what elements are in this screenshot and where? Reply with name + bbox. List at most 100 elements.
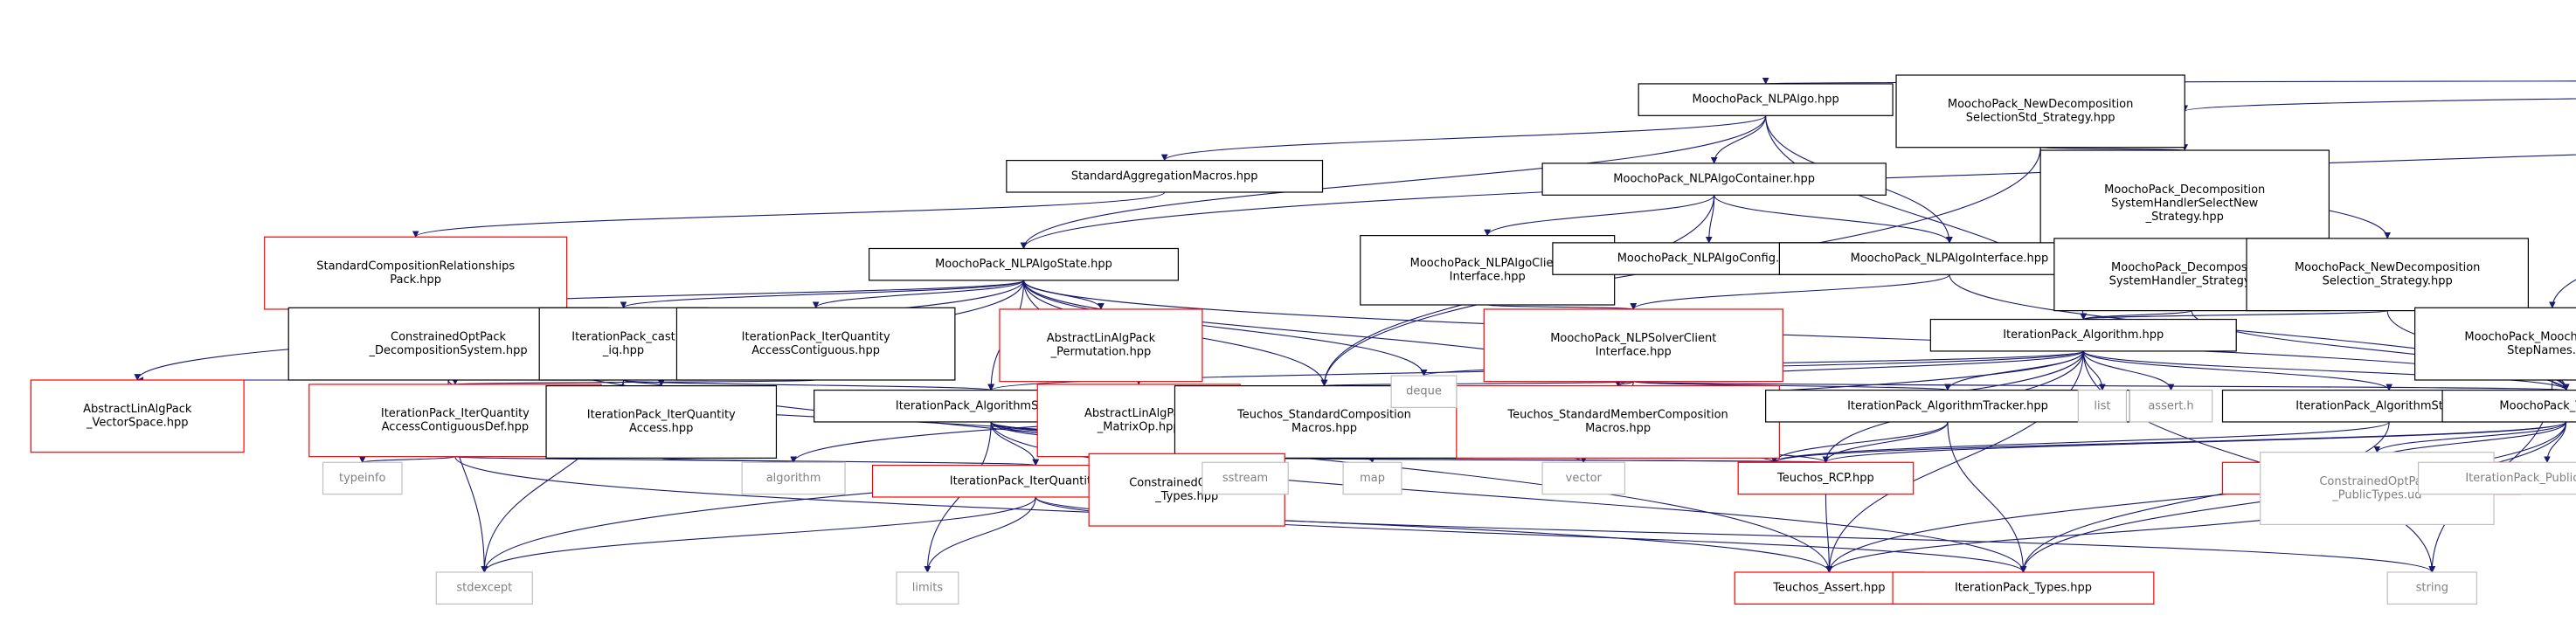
edge-itqacdef-to-typeinfo (359, 456, 456, 464)
node-label: _MatrixOp.hpp (1097, 421, 1181, 434)
node-label: IterationPack_PublicTypes.ud (2465, 472, 2576, 485)
node-nds[interactable]: MoochoPack_NewDecompositionSelection_Str… (2246, 238, 2529, 312)
node-label: AbstractLinAlgPack (1047, 332, 1156, 345)
edge-root-to-nds_hpp (2181, 98, 2576, 113)
node-box (2386, 571, 2477, 605)
edge-nlpalgocontainer-to-nlpalgoclient (1484, 195, 1715, 237)
node-box (30, 379, 245, 453)
node-label: string (2416, 582, 2448, 595)
node-label: SelectionStd_Strategy.hpp (1966, 112, 2116, 125)
node-box (322, 461, 403, 495)
node-label: IterationPack_AlgorithmStep.hpp (2296, 399, 2483, 412)
node-asserth: assert.h (2129, 389, 2213, 423)
node-label: SystemHandlerSelectNew (2111, 197, 2258, 211)
node-box (1734, 571, 1925, 605)
node-label: MoochoPack_NLPAlgo.hpp (1693, 93, 1839, 107)
edge-italg-to-itstep (2082, 350, 2392, 391)
edge-itq-to-limits (924, 496, 1036, 573)
node-label: Teuchos_StandardComposition (1236, 409, 1411, 422)
edge-mtypes-to-coppub (2373, 421, 2567, 453)
node-label: map (1360, 472, 1385, 485)
edge-nlpalgo-to-nlpalgocontainer (1710, 115, 1767, 164)
node-list: list (2077, 389, 2128, 423)
node-label: typeinfo (339, 472, 385, 485)
node-label: ConstrainedOptPack (2319, 475, 2435, 488)
nodes-layer: MoochoPack_NewDecompositionSelectionStd_… (30, 74, 2576, 605)
node-box (675, 307, 956, 381)
node-label: limits (912, 582, 944, 595)
node-nlpalgocontainer[interactable]: MoochoPack_NLPAlgoContainer.hpp (1541, 162, 1887, 196)
node-box (264, 236, 568, 310)
node-string: string (2386, 571, 2477, 605)
node-label: Pack.hpp (390, 273, 441, 287)
node-label: AccessContiguousDef.hpp (382, 421, 529, 434)
node-label: MoochoPack_NLPAlgoInterface.hpp (1851, 252, 2049, 266)
node-box (1737, 461, 1915, 495)
node-stepnames[interactable]: MoochoPack_MoochoAlgorithmStepNames.hpp (2414, 307, 2576, 381)
node-label: ConstrainedOptPack (391, 330, 507, 343)
node-label: _DecompositionSystem.hpp (368, 344, 527, 357)
node-alvs[interactable]: AbstractLinAlgPack_VectorSpace.hpp (30, 379, 245, 453)
edge-nlpsolver-to-ittracker (1632, 381, 1951, 391)
node-box (1895, 74, 2185, 149)
node-tassert[interactable]: Teuchos_Assert.hpp (1734, 571, 1925, 605)
edge-mtypes-to-tassert (1825, 421, 2567, 573)
edge-ittracker-to-trcp (1822, 421, 1949, 464)
node-italg[interactable]: IterationPack_Algorithm.hpp (1929, 318, 2237, 352)
node-map: map (1342, 461, 1402, 495)
node-label: _Permutation.hpp (1050, 346, 1152, 359)
edge-nlpalgostate-to-itcast (620, 280, 1025, 309)
node-box (1483, 308, 1783, 383)
node-nds_hpp[interactable]: MoochoPack_NewDecompositionSelectionStd_… (1895, 74, 2185, 149)
node-trcp[interactable]: Teuchos_RCP.hpp (1737, 461, 1915, 495)
edge-italg-to-mtypes (2082, 350, 2570, 391)
node-ittypes[interactable]: IterationPack_Types.hpp (1892, 571, 2155, 605)
edge-nlpalgo-to-nlpalgostate (1020, 115, 1767, 250)
node-label: MoochoPack_NewDecomposition (1948, 98, 2133, 111)
node-box (1342, 461, 1402, 495)
node-stdexcept: stdexcept (435, 571, 533, 605)
node-stdagg[interactable]: StandardAggregationMacros.hpp (1006, 159, 1324, 193)
node-box (2077, 389, 2128, 423)
node-label: StandardAggregationMacros.hpp (1071, 169, 1258, 183)
node-nlpalgo[interactable]: MoochoPack_NLPAlgo.hpp (1638, 83, 1894, 116)
node-algorithm: algorithm (741, 461, 846, 495)
node-nlpalgostate[interactable]: MoochoPack_NLPAlgoState.hpp (868, 247, 1180, 281)
node-label: list (2094, 399, 2110, 412)
node-typeinfo: typeinfo (322, 461, 403, 495)
edge-dshs-to-italg (2080, 310, 2192, 321)
node-box (1201, 461, 1289, 495)
node-label: Teuchos_RCP.hpp (1776, 472, 1874, 485)
edge-nlpalgocontainer-to-nlpalgointerface (1714, 195, 1953, 244)
node-label: MoochoPack_NLPAlgoContainer.hpp (1613, 173, 1815, 186)
node-box (1765, 389, 2130, 423)
node-box (2417, 461, 2576, 495)
node-label: AbstractLinAlgPack (83, 403, 192, 416)
node-box (1929, 318, 2237, 352)
node-label: StandardCompositionRelationships (316, 259, 515, 273)
node-ittracker[interactable]: IterationPack_AlgorithmTracker.hpp (1765, 389, 2130, 423)
node-label: _PublicTypes.ud (2331, 488, 2421, 501)
node-itqac[interactable]: IterationPack_IterQuantityAccessContiguo… (675, 307, 956, 381)
node-label: assert.h (2148, 399, 2193, 412)
node-label: IterationPack_cast (571, 330, 675, 343)
node-box (1892, 571, 2155, 605)
node-label: MoochoPack_Decomposition (2111, 261, 2272, 274)
node-label: StepNames.hpp (2507, 344, 2576, 357)
node-alperm[interactable]: AbstractLinAlgPack_Permutation.hpp (999, 308, 1203, 383)
node-label: Interface.hpp (1450, 271, 1526, 284)
node-mtypes[interactable]: MoochoPack_Types.hpp (2441, 389, 2576, 423)
node-label: vector (1566, 472, 1603, 485)
edge-nlpalgo-to-stdagg (1161, 114, 1767, 162)
edge-nds-to-italg (2080, 310, 2388, 321)
node-label: deque (1406, 385, 1442, 398)
node-tstdmem[interactable]: Teuchos_StandardMemberCompositionMacros.… (1456, 385, 1780, 459)
edge-mtypes-to-trcp (1822, 421, 2567, 464)
node-box (1456, 385, 1780, 459)
edge-nlpalgostate-to-deque (1022, 280, 1428, 377)
node-label: AbstractLinAlgPack (1084, 407, 1194, 420)
